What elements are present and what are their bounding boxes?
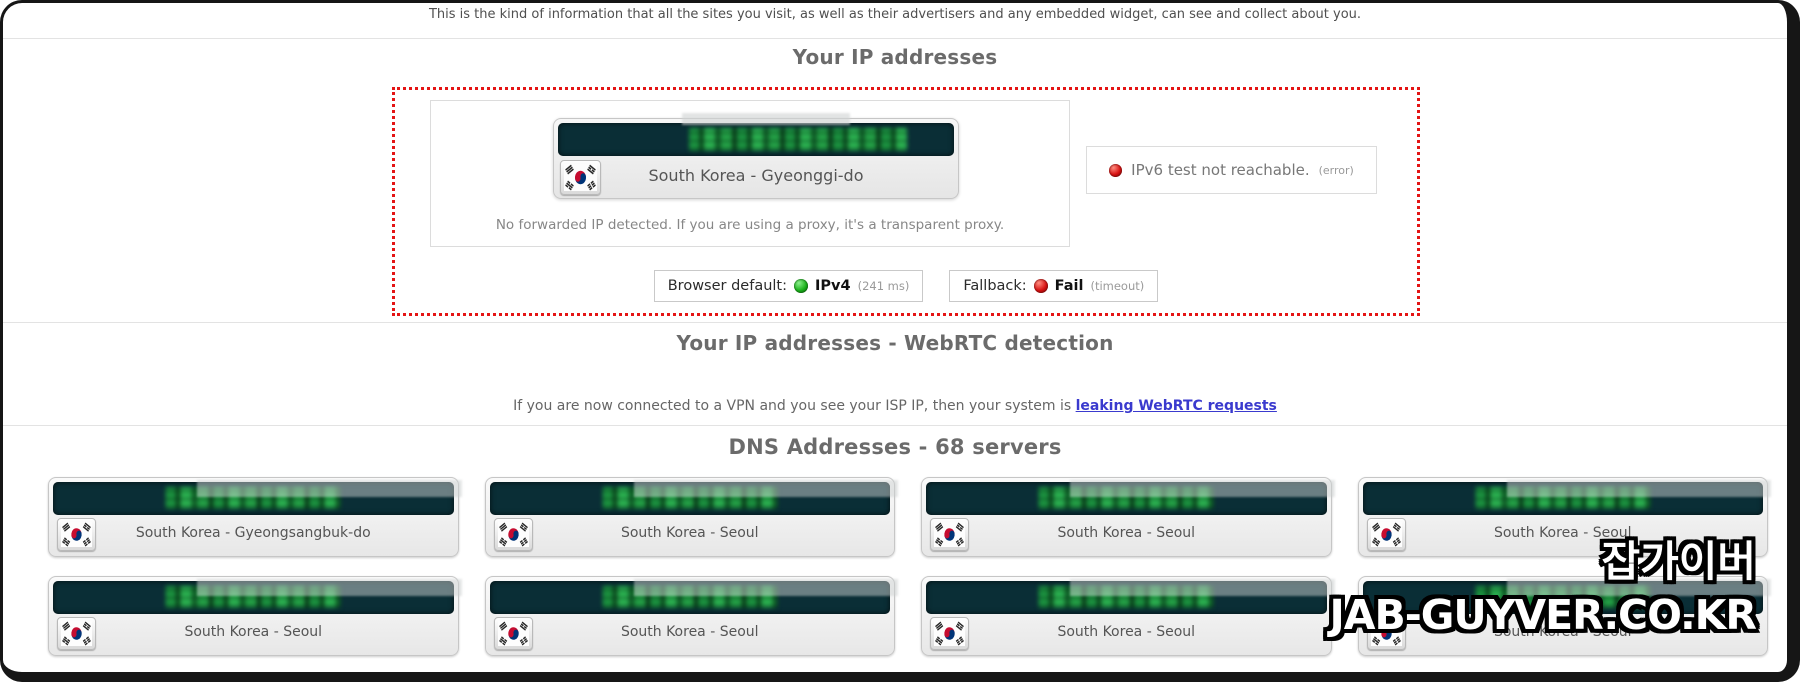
watermark-korean: 잡가이버 xyxy=(1601,537,1756,586)
censor-smear xyxy=(1070,480,1335,497)
dns-ip-value-obscured xyxy=(53,480,462,515)
dns-section-title: DNS Addresses - 68 servers xyxy=(728,435,1062,459)
ipv6-status-box: IPv6 test not reachable. (error) xyxy=(1086,146,1377,194)
connectivity-badges: Browser default: IPv4 (241 ms) Fallback:… xyxy=(392,270,1420,302)
badge-detail: (timeout) xyxy=(1090,279,1145,293)
dns-server-location: South Korea - Seoul xyxy=(620,624,759,640)
south-korea-flag-icon xyxy=(1366,518,1406,551)
dns-server-card: South Korea - Seoul xyxy=(1357,477,1771,557)
dns-server-location: South Korea - Seoul xyxy=(1057,624,1196,640)
dns-server-card: South Korea - Seoul xyxy=(1357,576,1771,656)
badge-label: Browser default: xyxy=(667,278,788,294)
dns-server-card: South Korea - Seoul xyxy=(484,477,898,557)
dns-server-card: South Korea - Gyeongsangbuk-do xyxy=(48,477,462,557)
ipv6-status-text: IPv6 test not reachable. xyxy=(1131,161,1310,179)
top-info-note: This is the kind of information that all… xyxy=(428,7,1362,22)
ip-section-title: Your IP addresses xyxy=(792,45,998,69)
dns-ip-value-obscured xyxy=(489,480,898,515)
red-led-icon xyxy=(1109,163,1123,177)
attention-dashed-box xyxy=(392,87,1420,316)
badge-value: Fail xyxy=(1054,278,1084,294)
section-divider xyxy=(3,322,1787,323)
dns-server-location: South Korea - Seoul xyxy=(1493,624,1632,640)
censor-smear xyxy=(682,113,850,125)
fallback-badge: Fallback: Fail (timeout) xyxy=(949,270,1159,302)
dns-ip-value-obscured xyxy=(1362,480,1771,515)
blurred-ip-text xyxy=(689,128,907,151)
dns-server-card: South Korea - Seoul xyxy=(484,576,898,656)
south-korea-flag-icon xyxy=(57,518,96,551)
main-ip-value-obscured xyxy=(558,123,954,156)
dns-server-location: South Korea - Seoul xyxy=(184,624,323,640)
green-led-icon xyxy=(794,279,809,293)
dns-server-location: South Korea - Seoul xyxy=(620,525,759,541)
badge-label: Fallback: xyxy=(963,278,1027,294)
main-ip-panel: South Korea - Gyeonggi-do No forwarded I… xyxy=(430,100,1070,247)
section-divider xyxy=(3,425,1787,426)
dns-ip-value-obscured xyxy=(1362,579,1771,614)
south-korea-flag-icon xyxy=(493,617,533,650)
dns-server-card: South Korea - Seoul xyxy=(921,576,1335,656)
censor-smear xyxy=(1070,579,1335,596)
dns-server-location: South Korea - Gyeongsangbuk-do xyxy=(135,525,371,541)
dns-ip-value-obscured xyxy=(489,579,898,614)
dns-ip-value-obscured xyxy=(926,579,1335,614)
webrtc-section-title: Your IP addresses - WebRTC detection xyxy=(676,331,1114,355)
dns-ip-value-obscured xyxy=(926,480,1335,515)
browser-default-badge: Browser default: IPv4 (241 ms) xyxy=(653,270,924,302)
censor-smear xyxy=(633,480,898,497)
watermark-domain: JAB-GUYVER.CO.KR xyxy=(1329,591,1757,639)
badge-value: IPv4 xyxy=(815,278,851,294)
ipv6-status-detail: (error) xyxy=(1318,163,1354,177)
dns-server-location: South Korea - Seoul xyxy=(1493,525,1632,541)
dns-server-location: South Korea - Seoul xyxy=(1057,525,1196,541)
webrtc-note: If you are now connected to a VPN and yo… xyxy=(0,398,1790,414)
censor-smear xyxy=(633,579,898,596)
main-ip-location: South Korea - Gyeonggi-do xyxy=(648,166,864,185)
censor-smear xyxy=(1506,579,1771,596)
dns-ip-value-obscured xyxy=(53,579,462,614)
south-korea-flag-icon xyxy=(57,617,96,650)
censor-smear xyxy=(197,579,462,596)
webrtc-note-text: If you are now connected to a VPN and yo… xyxy=(513,398,1076,414)
censor-smear xyxy=(197,480,462,497)
webrtc-leak-link[interactable]: leaking WebRTC requests xyxy=(1075,398,1277,414)
dns-server-card: South Korea - Seoul xyxy=(48,576,462,656)
forwarded-ip-note: No forwarded IP detected. If you are usi… xyxy=(495,217,1005,233)
censor-smear xyxy=(1506,480,1771,497)
main-ip-card: South Korea - Gyeonggi-do xyxy=(553,113,959,199)
south-korea-flag-icon xyxy=(930,518,969,551)
south-korea-flag-icon xyxy=(560,160,601,195)
south-korea-flag-icon xyxy=(930,617,969,650)
south-korea-flag-icon xyxy=(1366,617,1406,650)
dns-server-card: South Korea - Seoul xyxy=(921,477,1335,557)
red-led-icon xyxy=(1033,279,1048,293)
south-korea-flag-icon xyxy=(493,518,533,551)
badge-detail: (241 ms) xyxy=(857,279,910,293)
dns-server-grid: South Korea - Gyeongsangbuk-do South Kor… xyxy=(48,477,1771,656)
section-divider xyxy=(3,38,1787,39)
